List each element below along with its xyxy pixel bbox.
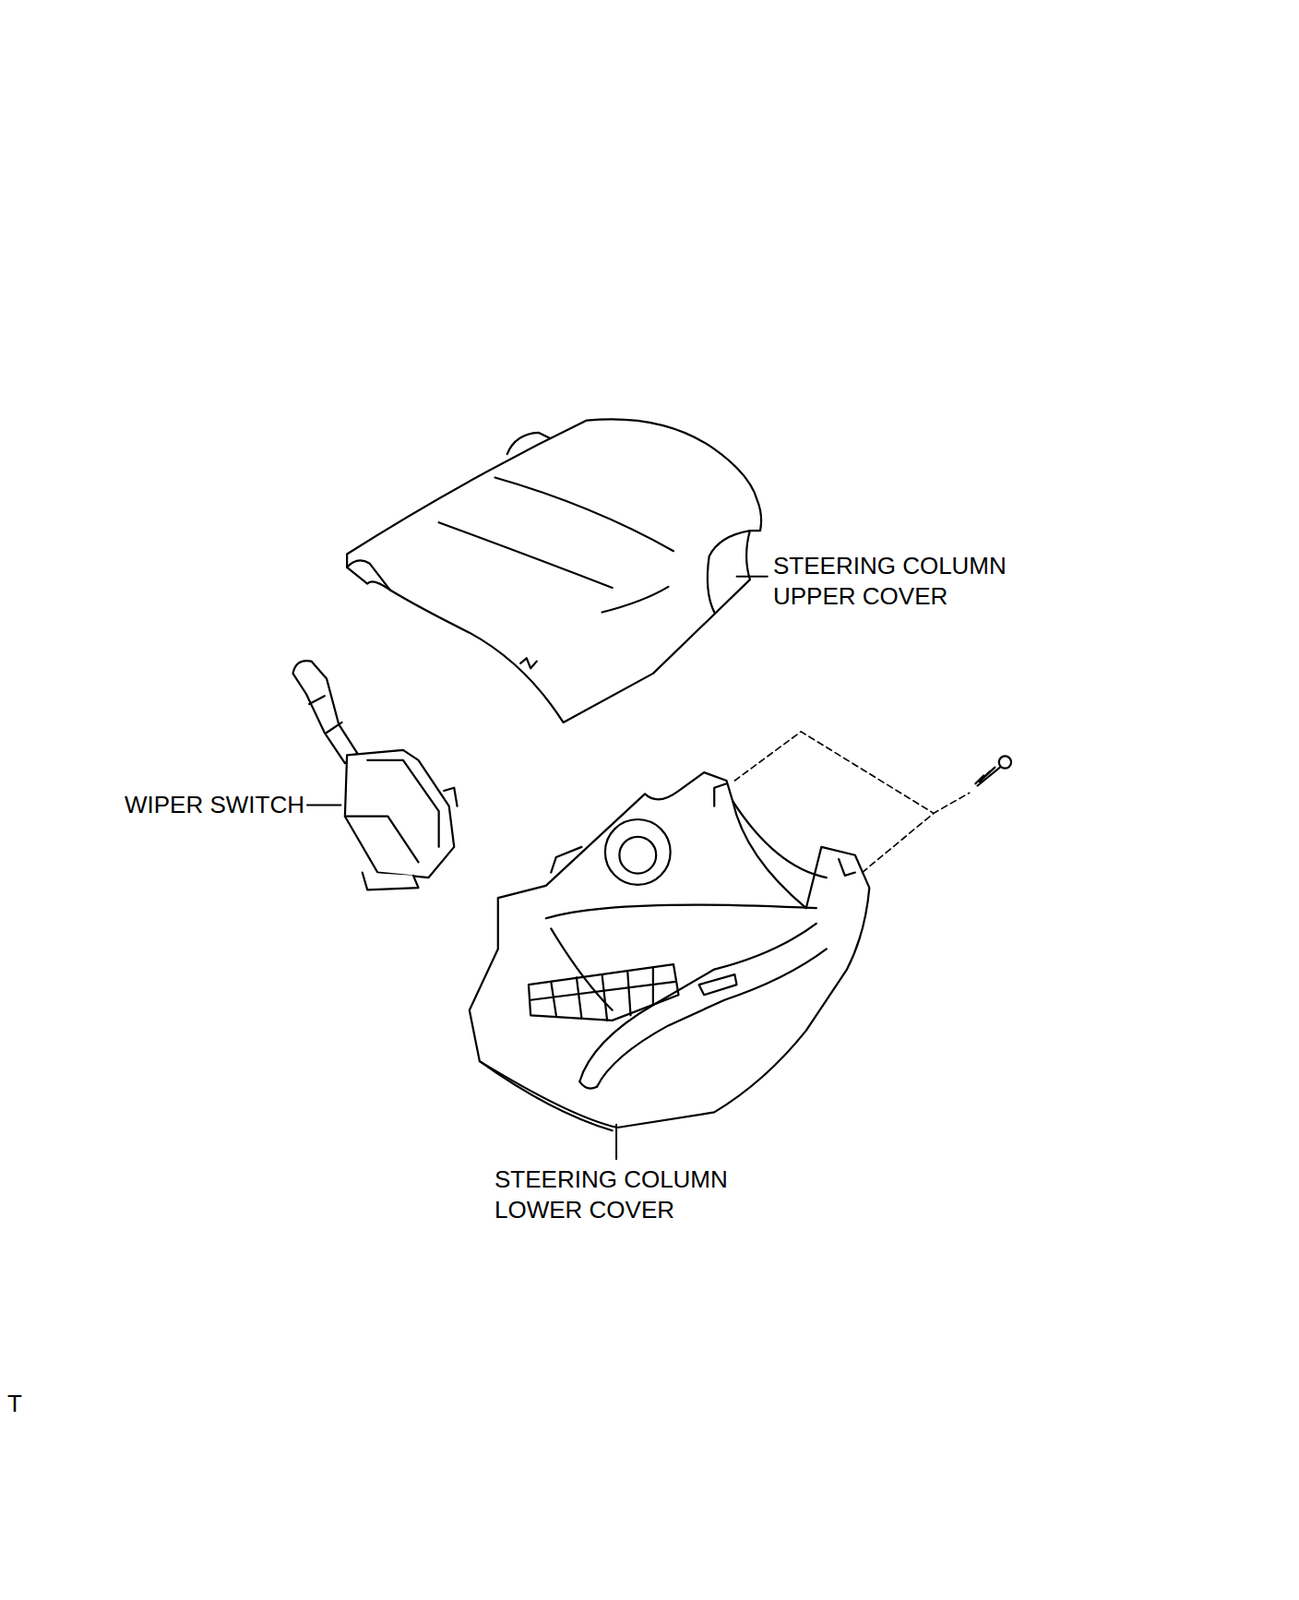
page-mark: T [7,1388,45,1419]
wiper-switch-drawing [292,660,457,890]
leader-line [615,1124,618,1160]
part-name: STEERING COLUMN LOWER COVER [494,1164,772,1226]
lower-cover-drawing [469,772,870,1131]
leader-line [307,804,341,807]
leader-line [737,575,768,578]
part-name: WIPER SWITCH [36,789,305,821]
screw-drawing [734,731,1012,873]
part-name: STEERING COLUMN UPPER COVER [773,550,1050,612]
upper-cover-drawing [346,418,762,723]
leader-lines [307,576,768,1159]
